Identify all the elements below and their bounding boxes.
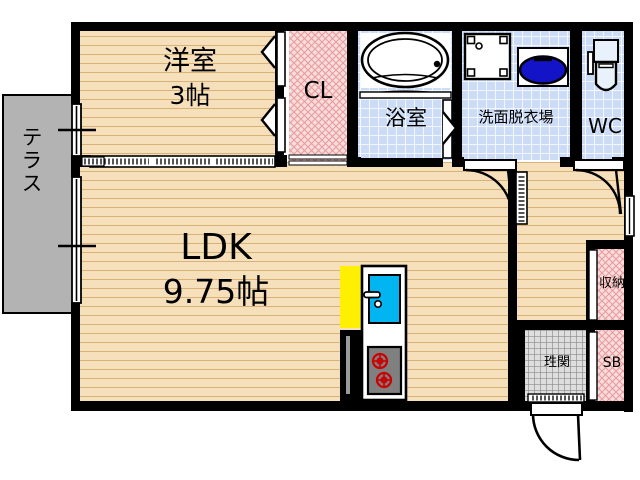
closet-door-lower[interactable] — [260, 97, 286, 153]
shoebox-floor — [596, 330, 628, 402]
bathroom-sill — [359, 91, 452, 99]
wall-closet-bath — [347, 22, 358, 167]
ldk-floor — [78, 162, 515, 402]
refrigerator-space — [340, 266, 361, 328]
wall-bath-washroom — [452, 22, 462, 167]
burner-front — [375, 371, 393, 389]
bedroom-floor — [78, 30, 275, 162]
burner-rear — [371, 352, 389, 370]
entrance-vent — [527, 393, 585, 403]
terrace-window-upper[interactable] — [58, 103, 96, 157]
bedroom-partition[interactable] — [89, 155, 276, 168]
wall-washroom-wc — [570, 22, 582, 167]
terrace-slab — [2, 94, 76, 314]
toilet — [587, 39, 619, 92]
wall-left-lower — [71, 302, 80, 410]
closet-floor — [289, 30, 347, 162]
wall-wet-bottom-2 — [452, 157, 464, 167]
wall-wet-bottom-3 — [560, 157, 582, 167]
wall-entrance-left — [517, 330, 525, 402]
shoebox-door[interactable] — [588, 331, 598, 401]
wall-wet-bottom — [347, 157, 443, 167]
closet-door-upper[interactable] — [260, 31, 286, 87]
wash-basin — [517, 47, 569, 87]
wall-storage-sb — [586, 320, 633, 330]
washroom-door[interactable] — [463, 159, 517, 217]
terrace-vent — [81, 156, 105, 167]
entrance-floor — [524, 330, 589, 402]
entrance-door[interactable] — [530, 402, 583, 462]
wall-left-upper — [71, 22, 80, 104]
wall-bottom-ldk — [71, 401, 531, 411]
terrace-area — [2, 94, 76, 314]
washing-machine — [463, 32, 512, 81]
terrace-window-lower[interactable] — [58, 176, 96, 304]
closet-sill — [288, 154, 348, 166]
wall-hall-entrance — [517, 320, 591, 330]
wc-door[interactable] — [573, 159, 625, 215]
bathroom-door[interactable] — [442, 99, 458, 159]
wall-bedroom-closet — [275, 22, 284, 167]
bathtub — [360, 31, 450, 158]
kitchen-sink — [368, 274, 401, 324]
kitchen-counter — [340, 264, 408, 402]
hall-louver-door[interactable] — [515, 171, 528, 225]
hall-right-opening — [624, 195, 635, 237]
wall-bedroom-bottom-b — [275, 155, 287, 167]
wall-hall-storage-top — [586, 240, 633, 249]
storage-door[interactable] — [588, 249, 598, 321]
wall-ldk-hall — [508, 167, 517, 402]
storage-floor — [596, 248, 628, 324]
